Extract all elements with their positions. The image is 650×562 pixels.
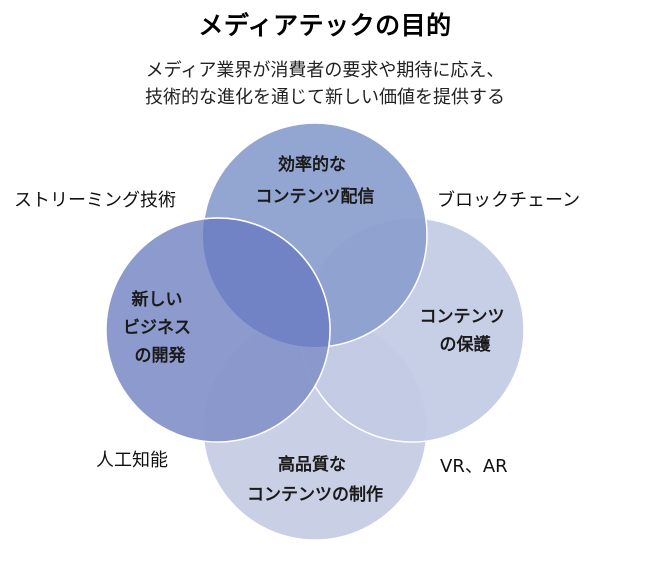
label-left-line-3: の開発 (135, 345, 187, 366)
label-left: 新しい ビジネス の開発 (123, 289, 197, 366)
label-left-line-1: 新しい (132, 289, 183, 310)
label-right-line-1: コンテンツ (420, 307, 505, 327)
label-top-line-1: 効率的な (278, 154, 346, 175)
label-right: コンテンツ の保護 (420, 307, 511, 355)
diagram-title: メディアテックの目的 (198, 11, 452, 40)
outer-label-streaming: ストリーミング技術 (14, 190, 176, 211)
circle-labels: 効率的な コンテンツ配信 新しい ビジネス の開発 コンテンツ の保護 高品質な… (123, 154, 511, 505)
label-bottom: 高品質な コンテンツの制作 (247, 454, 383, 505)
outer-label-ai: 人工知能 (96, 450, 168, 471)
label-right-line-2: の保護 (440, 334, 492, 355)
outer-label-vr-ar: VR、AR (440, 456, 508, 477)
label-left-line-2: ビジネス (123, 318, 191, 338)
label-bottom-line-1: 高品質な (278, 454, 346, 475)
outer-label-blockchain: ブロックチェーン (437, 190, 581, 211)
diagram-subtitle: メディア業界が消費者の要求や期待に応え、 技術的な進化を通じて新しい価値を提供す… (0, 57, 650, 111)
subtitle-line-2: 技術的な進化を通じて新しい価値を提供する (145, 87, 505, 108)
label-bottom-line-2: コンテンツの制作 (247, 484, 383, 505)
label-top: 効率的な コンテンツ配信 (256, 154, 375, 207)
label-top-line-2: コンテンツ配信 (256, 186, 375, 207)
circle-group (105, 122, 525, 541)
subtitle-line-1: メディア業界が消費者の要求や期待に応え、 (145, 60, 505, 81)
